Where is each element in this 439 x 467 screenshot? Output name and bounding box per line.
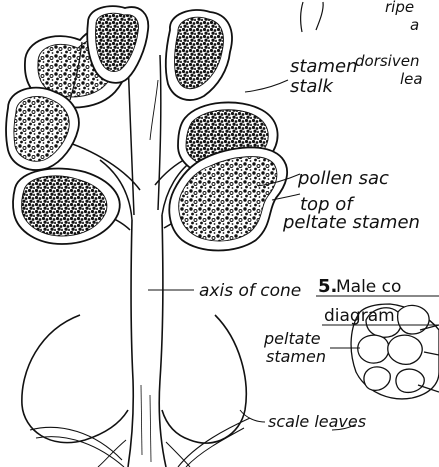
label-scale-leaves: scale leaves (268, 412, 366, 431)
label-dorsiventral: dorsiven (355, 52, 419, 70)
label-dorsiventral-2: lea (400, 70, 423, 88)
figure-title-2: diagram (324, 306, 395, 326)
label-top-of-peltate-2: peltate stamen (282, 212, 420, 233)
stamen-heads (6, 6, 287, 250)
label-stamen-stalk-2: stalk (290, 76, 334, 97)
label-peltate-stamen: peltate (263, 329, 321, 348)
figure-number: 5. (318, 276, 337, 297)
label-ripe: ripe (385, 0, 414, 16)
cone-axis (128, 215, 166, 467)
stamen-head-top-right (166, 10, 232, 100)
label-axis-of-cone: axis of cone (199, 281, 301, 301)
label-stamen-stalk: stamen (290, 56, 357, 77)
cropped-fragment-top (301, 2, 324, 32)
scale-leaves (22, 315, 250, 467)
figure-title: Male co (336, 277, 401, 297)
stamen-head-lower-left (13, 169, 120, 244)
label-peltate-stamen-2: stamen (266, 347, 326, 366)
stamen-head-mid-left (6, 88, 79, 170)
label-pollen-sac: pollen sac (297, 168, 389, 189)
stamen-head-top-center (87, 6, 148, 83)
label-ripe-2: a (410, 16, 419, 34)
